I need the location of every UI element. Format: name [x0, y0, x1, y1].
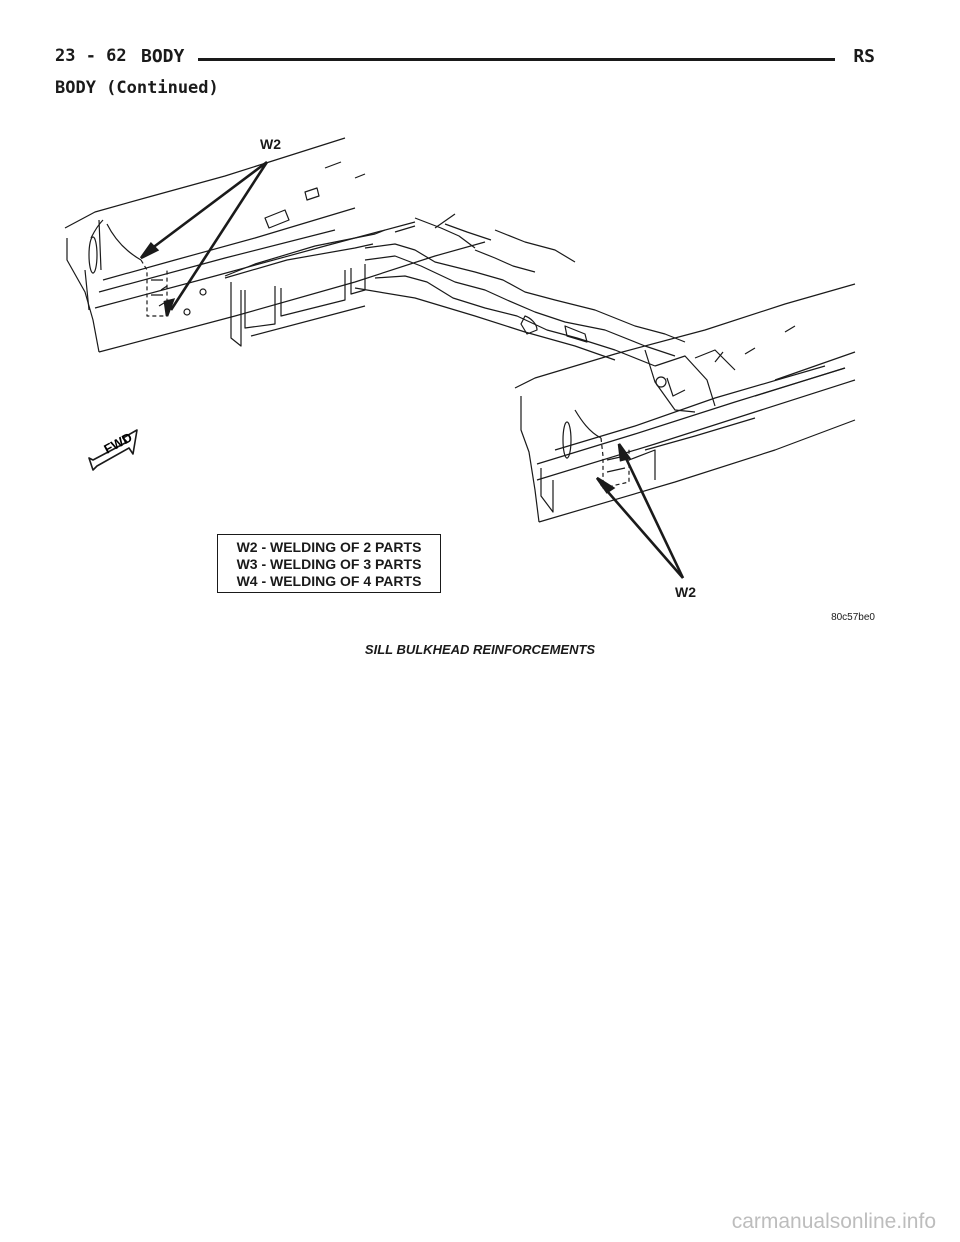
fwd-label: FWD [101, 430, 134, 457]
page-header: 23 - 62 BODY RS [55, 46, 875, 72]
legend-line: W2 - WELDING OF 2 PARTS [236, 539, 422, 555]
header-rule [198, 58, 835, 61]
legend-line: W4 - WELDING OF 4 PARTS [236, 573, 422, 589]
sill-bulkhead-figure: FWD W2 W2 W2 - WELDING OF 2 PARTS W3 - W… [55, 120, 875, 630]
callout-w2-bottom: W2 [675, 584, 696, 600]
body-underside-line-drawing: FWD [64, 137, 856, 579]
figure-id: 80c57be0 [831, 612, 875, 623]
figure-caption: SILL BULKHEAD REINFORCEMENTS [364, 642, 596, 657]
weld-legend: W2 - WELDING OF 2 PARTS W3 - WELDING OF … [217, 534, 441, 593]
section-title: BODY [141, 46, 185, 67]
callout-w2-top: W2 [260, 136, 281, 152]
watermark: carmanualsonline.info [731, 1210, 936, 1233]
legend-line: W3 - WELDING OF 3 PARTS [236, 556, 422, 572]
continued-heading: BODY (Continued) [55, 78, 219, 98]
page-number: 23 - 62 [55, 46, 127, 66]
model-code: RS [853, 46, 875, 67]
